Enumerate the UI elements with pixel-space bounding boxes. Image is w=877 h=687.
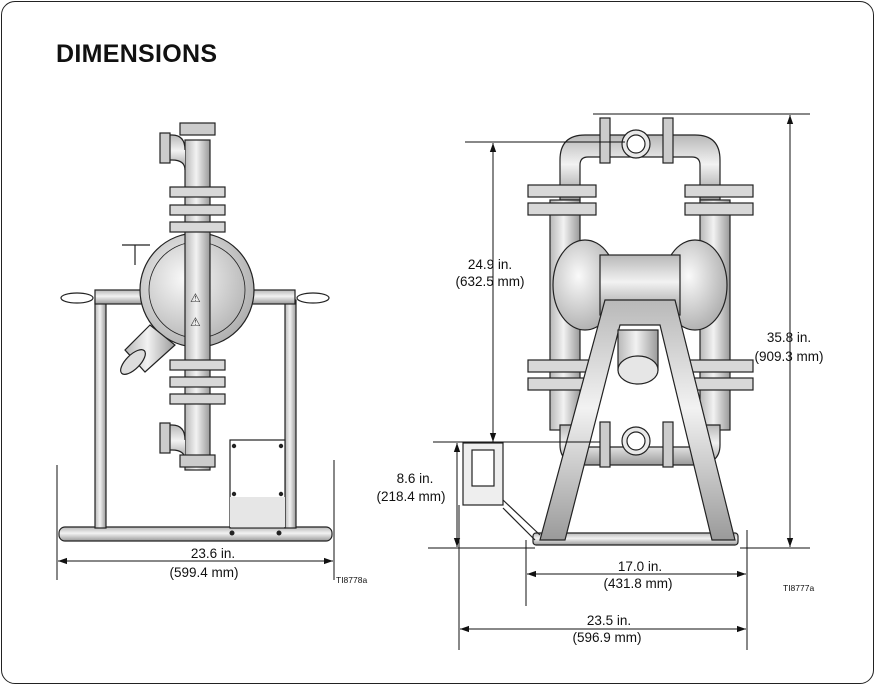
figure-id-left: TI8778a — [336, 575, 367, 585]
base-plate — [58, 526, 333, 542]
figure-id-right: TI8777a — [783, 583, 814, 593]
svg-text:⚠: ⚠ — [190, 315, 201, 329]
pump-front-view — [462, 117, 754, 546]
overall-height-inches: 35.8 in. — [767, 330, 811, 345]
frame-leg-right — [284, 299, 297, 529]
width-dimension-left — [56, 460, 335, 580]
overall-width-mm: (596.9 mm) — [572, 630, 641, 645]
outlet-height-dimension — [428, 441, 600, 549]
front-base-plate — [532, 532, 739, 546]
a-frame-stand — [539, 299, 736, 541]
page-title: DIMENSIONS — [56, 40, 218, 68]
inlet-height-mm: (632.5 mm) — [455, 274, 524, 289]
inlet-height-inches: 24.9 in. — [468, 257, 512, 272]
width-dim-inches-left: 23.6 in. — [191, 546, 235, 561]
overall-width-dimension — [458, 505, 746, 650]
overall-width-inches: 23.5 in. — [587, 613, 631, 628]
inlet-height-dimension — [465, 141, 625, 442]
base-width-dimension — [525, 530, 748, 650]
overall-height-mm: (909.3 mm) — [754, 349, 823, 364]
svg-text:⚠: ⚠ — [190, 291, 201, 305]
frame-leg-left — [94, 299, 107, 529]
base-width-inches: 17.0 in. — [618, 559, 662, 574]
width-dim-mm-left: (599.4 mm) — [169, 565, 238, 580]
outlet-height-mm: (218.4 mm) — [376, 489, 445, 504]
pump-side-view: ⚠ ⚠ — [58, 122, 333, 542]
outlet-height-inches: 8.6 in. — [397, 471, 434, 486]
overall-height-dimension — [593, 113, 810, 549]
base-width-mm: (431.8 mm) — [603, 576, 672, 591]
